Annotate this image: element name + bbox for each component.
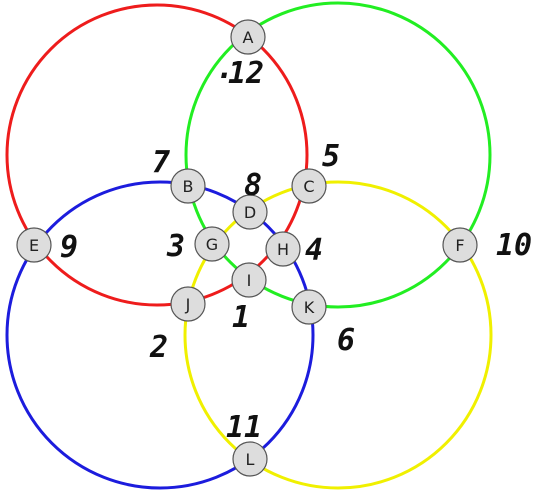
node-circle (291, 168, 327, 204)
node-d: D (232, 194, 268, 230)
node-label: D (244, 203, 256, 222)
number-h: 4 (305, 233, 323, 268)
node-l: L (232, 441, 268, 477)
number-e: 9 (60, 230, 78, 265)
node-circle (194, 226, 230, 262)
red-circle (5, 3, 309, 307)
number-f: 10 (496, 228, 532, 263)
number-b: 7 (152, 145, 170, 180)
number-c: 5 (322, 139, 340, 174)
number-a: 12 (228, 56, 264, 91)
number-i: 1 (232, 300, 250, 335)
node-label: I (247, 271, 252, 290)
node-circle (442, 227, 478, 263)
node-circle (232, 441, 268, 477)
circles-layer (5, 1, 493, 490)
blue-circle (5, 180, 315, 490)
node-circle (170, 286, 206, 322)
number-l: 11 (226, 410, 262, 445)
node-g: G (194, 226, 230, 262)
node-label: C (303, 177, 314, 196)
number-d: 8 (244, 168, 262, 203)
node-i: I (231, 262, 267, 298)
nodes-layer: A B C D E F G H I J K L (16, 19, 478, 477)
node-f: F (442, 227, 478, 263)
node-label: B (183, 177, 194, 196)
node-label: H (277, 240, 289, 259)
node-circle (170, 168, 206, 204)
node-label: E (29, 236, 39, 255)
node-label: F (455, 236, 464, 255)
node-j: J (170, 286, 206, 322)
node-label: J (185, 295, 191, 314)
node-circle (232, 194, 268, 230)
green-circle (184, 1, 492, 309)
node-h: H (265, 231, 301, 267)
number-g: 3 (166, 229, 185, 264)
node-label: A (243, 28, 254, 47)
node-circle (230, 19, 266, 55)
stray-dot: . (216, 51, 234, 86)
node-circle (265, 231, 301, 267)
node-circle (231, 262, 267, 298)
node-k: K (291, 289, 327, 325)
number-k: 6 (337, 323, 355, 358)
node-label: G (206, 235, 218, 254)
node-label: L (246, 450, 255, 469)
node-e: E (16, 227, 52, 263)
node-label: K (304, 298, 315, 317)
node-circle (291, 289, 327, 325)
yellow-circle (183, 180, 493, 490)
node-c: C (291, 168, 327, 204)
node-b: B (170, 168, 206, 204)
node-circle (16, 227, 52, 263)
number-j: 2 (149, 330, 168, 365)
node-a: A (230, 19, 266, 55)
